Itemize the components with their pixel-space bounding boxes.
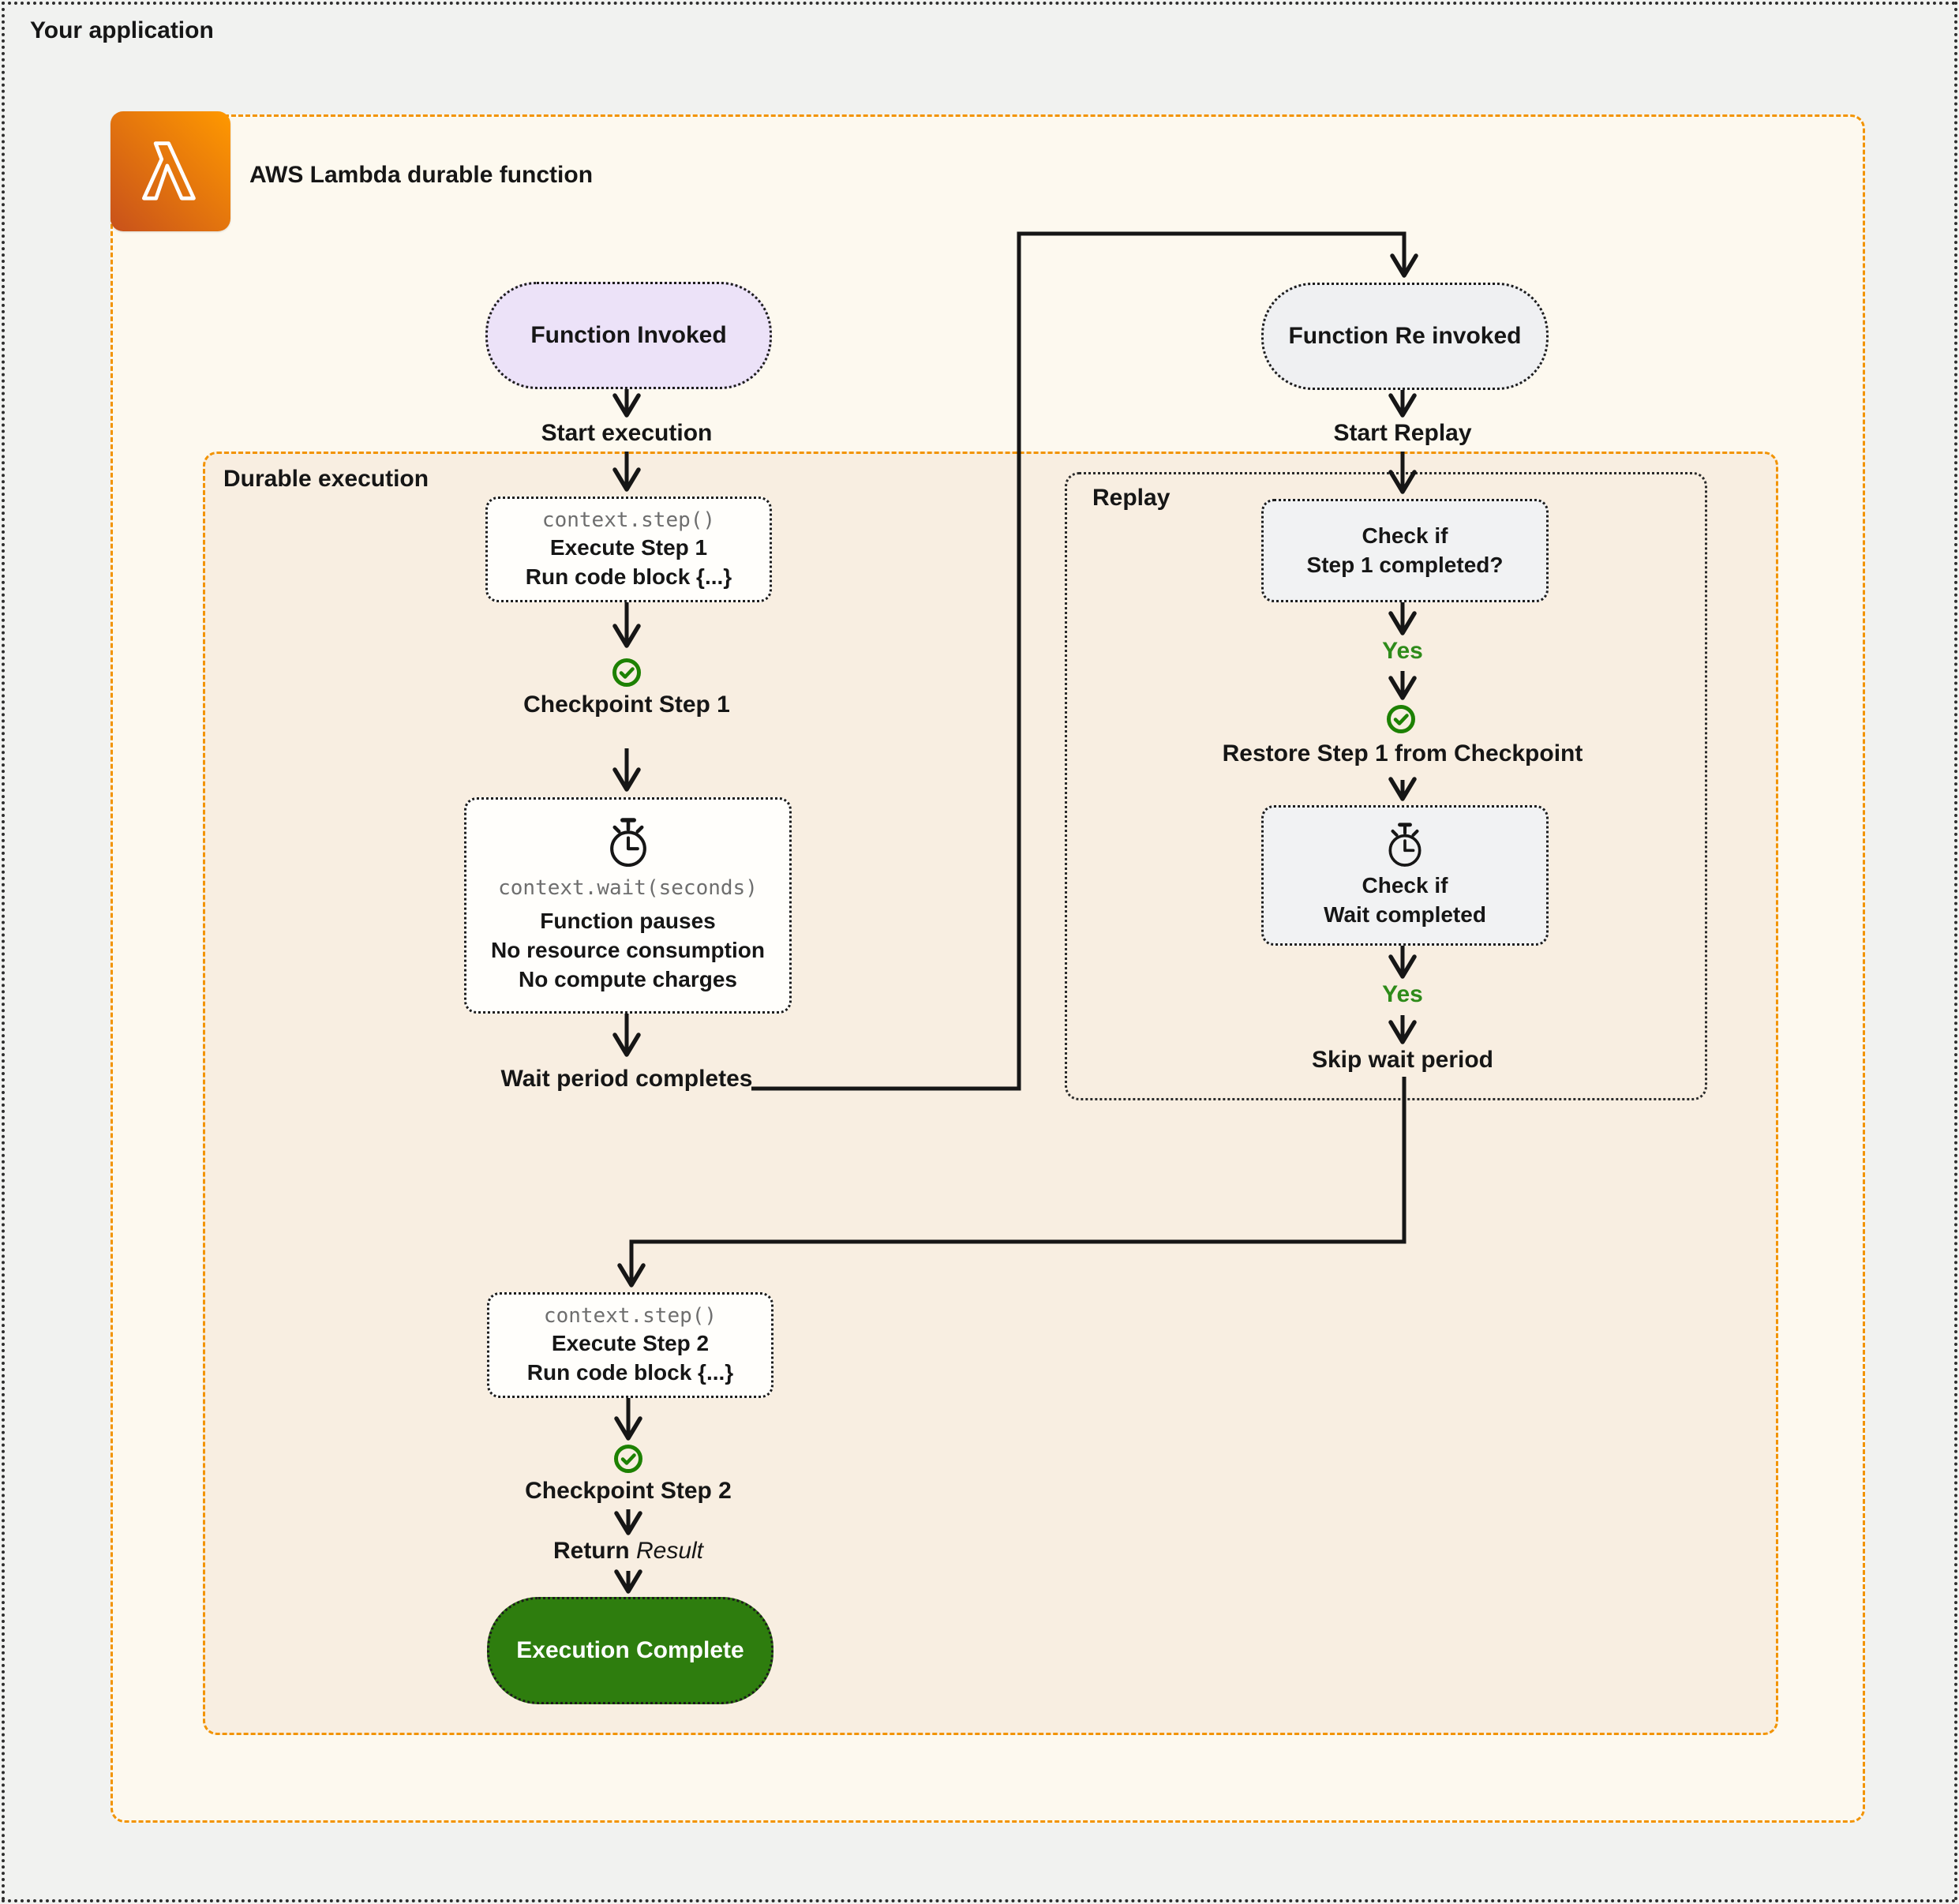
check-circle-icon xyxy=(612,658,642,688)
node-execute-step1: context.step() Execute Step 1 Run code b… xyxy=(485,497,772,602)
label-start-replay: Start Replay xyxy=(1333,420,1472,446)
node-execute-step2: context.step() Execute Step 2 Run code b… xyxy=(487,1292,773,1398)
check-circle-icon xyxy=(1386,704,1416,734)
replay-label: Replay xyxy=(1092,485,1171,511)
durable-execution-label: Durable execution xyxy=(223,466,429,492)
label-checkpoint-step2: Checkpoint Step 2 xyxy=(525,1478,732,1504)
label-return-result: Return Result xyxy=(552,1538,704,1564)
check-circle-icon xyxy=(613,1444,643,1474)
stopwatch-icon xyxy=(1388,823,1421,867)
code-context-step2: context.step() xyxy=(543,1303,717,1328)
node-check-step1-completed: Check if Step 1 completed? xyxy=(1261,499,1549,602)
label-skip-wait-period: Skip wait period xyxy=(1311,1047,1494,1073)
label-yes-step1: Yes xyxy=(1382,638,1423,664)
node-check-wait-completed: Check if Wait completed xyxy=(1261,805,1549,946)
label-wait-period-completes: Wait period completes xyxy=(500,1066,753,1092)
label-yes-wait: Yes xyxy=(1382,981,1423,1007)
code-context-wait: context.wait(seconds) xyxy=(498,876,758,901)
node-execution-complete: Execution Complete xyxy=(487,1597,773,1704)
node-function-invoked: Function Invoked xyxy=(485,282,772,389)
label-start-execution: Start execution xyxy=(541,420,713,446)
node-function-reinvoked: Function Re invoked xyxy=(1261,283,1549,390)
label-checkpoint-step1: Checkpoint Step 1 xyxy=(523,692,730,718)
code-context-step1: context.step() xyxy=(541,508,716,532)
node-context-wait: context.wait(seconds) Function pauses No… xyxy=(464,797,792,1014)
page-title: Your application xyxy=(30,17,214,43)
stopwatch-icon xyxy=(609,818,646,868)
label-restore-step1: Restore Step 1 from Checkpoint xyxy=(1222,740,1583,766)
lambda-icon xyxy=(110,111,230,231)
lambda-title: AWS Lambda durable function xyxy=(249,162,594,188)
